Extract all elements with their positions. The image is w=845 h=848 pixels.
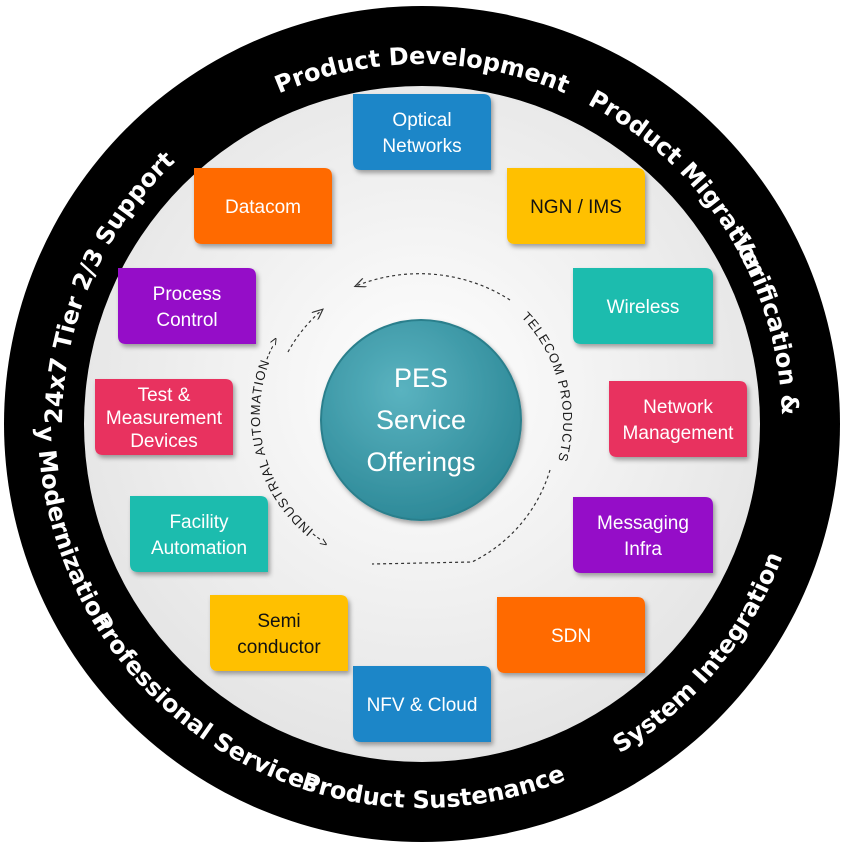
service-box-bg: [507, 168, 645, 244]
service-box-wireless: Wireless: [573, 268, 713, 344]
hub-line-1: PES: [394, 363, 448, 393]
service-box-label: Measurement: [106, 408, 223, 429]
service-box-label: Control: [156, 310, 217, 331]
service-box-bg: [118, 268, 256, 344]
service-box-bg: [353, 94, 491, 170]
service-box-datacom: Datacom: [194, 168, 332, 244]
service-box-label: Messaging: [597, 513, 689, 534]
orbit-arrow-right: [371, 469, 551, 565]
service-box-bg: [210, 595, 348, 671]
service-box-bg: [353, 666, 491, 742]
service-box-label: Network: [643, 397, 713, 418]
service-box-label: Semi: [257, 611, 300, 632]
service-box-label: Automation: [151, 538, 247, 559]
service-box-label: NGN / IMS: [530, 197, 622, 218]
service-box-ngn: NGN / IMS: [507, 168, 645, 244]
service-box-bg: [573, 497, 713, 573]
service-box-bg: [573, 268, 713, 344]
service-box-label: Test &: [138, 385, 191, 406]
service-box-bg: [497, 597, 645, 673]
service-box-sdn: SDN: [497, 597, 645, 673]
service-box-label: Infra: [624, 539, 662, 560]
service-box-label: Process: [153, 284, 222, 305]
hub-line-3: Offerings: [366, 447, 475, 477]
service-box-label: Datacom: [225, 197, 301, 218]
service-box-bg: [95, 379, 233, 455]
service-box-label: Networks: [382, 136, 461, 157]
service-box-label: conductor: [237, 637, 321, 658]
center-hub: PES Service Offerings: [320, 319, 522, 521]
hub-line-2: Service: [376, 405, 466, 435]
service-box-label: SDN: [551, 626, 591, 647]
service-box-label: Optical: [392, 110, 451, 131]
service-box-bg: [609, 381, 747, 457]
service-box-label: Management: [623, 423, 735, 444]
service-box-bg: [130, 496, 268, 572]
orbit-arrow-top: [356, 273, 511, 301]
service-box-nfv: NFV & Cloud: [353, 666, 491, 742]
service-box-label: Facility: [169, 512, 229, 533]
service-box-label: NFV & Cloud: [367, 695, 478, 716]
service-box-label: Wireless: [607, 297, 680, 318]
service-box-label: Devices: [130, 431, 198, 452]
service-box-semiconductor: Semi conductor: [210, 595, 348, 671]
service-box-bg: [194, 168, 332, 244]
